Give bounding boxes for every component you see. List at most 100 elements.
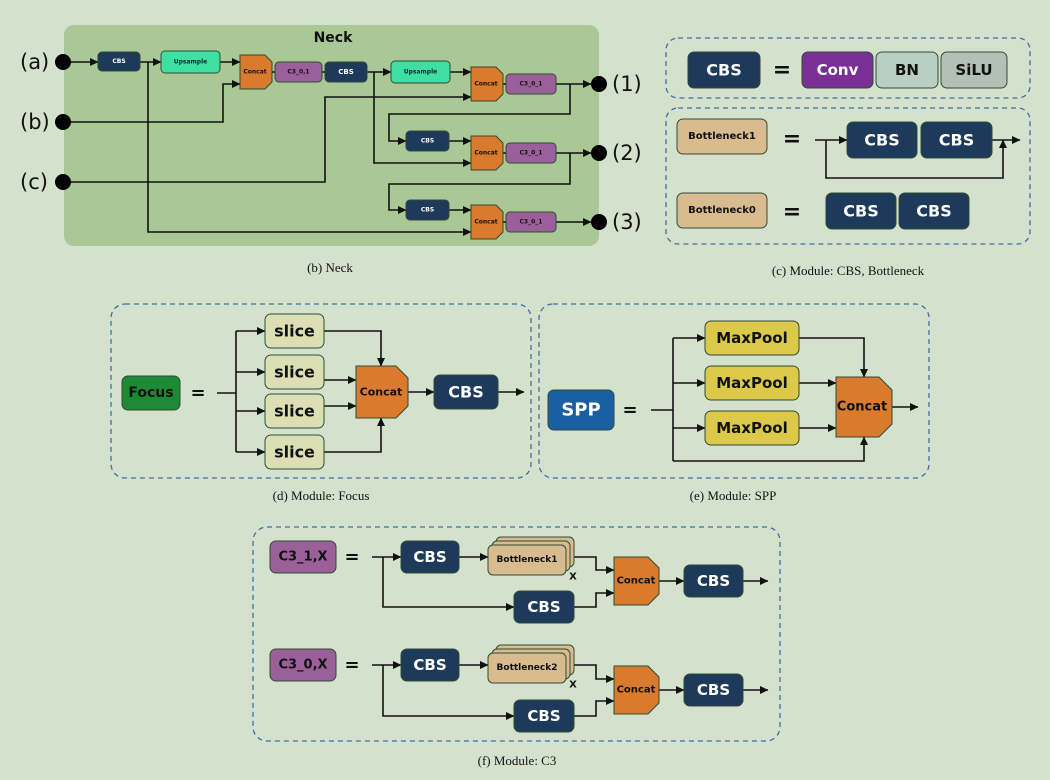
caption-spp: (e) Module: SPP [690, 488, 777, 503]
neck-concat-block [470, 66, 504, 102]
spp-label: SPP [561, 400, 600, 421]
neck-c3-label: C3_0_1 [520, 150, 543, 157]
slice-block [264, 393, 325, 429]
neck-panel [64, 25, 599, 246]
module-focus: Focus = slice slice slice slice Concat C… [110, 303, 532, 503]
input-port-a [55, 54, 71, 70]
slice-label: slice [274, 363, 315, 382]
c3-concat-block [613, 665, 660, 715]
module-cbs-bottleneck: CBS = Conv BN SiLU Bottleneck1 = CBS CBS… [665, 37, 1031, 278]
cbs-label: CBS [527, 598, 560, 616]
input-port-c [55, 174, 71, 190]
c3-1x-block [269, 540, 337, 574]
bottleneck1-label: Bottleneck1 [688, 131, 756, 142]
repeat-label: X [569, 680, 577, 691]
cbs-label: CBS [939, 131, 974, 150]
c3-0x-label: C3_0,X [278, 658, 327, 673]
output-port-2 [591, 145, 607, 161]
neck-upsample-block [160, 50, 221, 74]
spp-concat-block [835, 376, 893, 438]
caption-c3: (f) Module: C3 [478, 753, 557, 768]
equals-sign: = [783, 200, 801, 225]
spp-panel [538, 303, 930, 479]
cbs-block [433, 374, 499, 410]
cbs-block [400, 648, 460, 682]
cbs-label: CBS [527, 707, 560, 725]
cbs-block [513, 590, 575, 624]
cbs-block [920, 121, 993, 159]
conv-label: Conv [817, 61, 859, 79]
equals-sign: = [190, 383, 205, 404]
maxpool-block [704, 365, 800, 401]
neck-c3-block [505, 211, 557, 233]
neck-concat-block [470, 135, 504, 171]
bottleneck1-label: Bottleneck1 [497, 555, 558, 565]
cbs-label: CBS [916, 202, 951, 221]
cbs-block [846, 121, 918, 159]
slice-label: slice [274, 443, 315, 462]
cbs-label: CBS [706, 61, 741, 80]
neck-concat-label: Concat [243, 69, 266, 76]
spp-connections [651, 334, 919, 462]
output-label-2: (2) [612, 141, 642, 165]
neck-cbs-label: CBS [338, 68, 354, 76]
cbs-block [825, 192, 897, 230]
c3-concat-label: Concat [617, 685, 656, 696]
bottleneck2-stack [487, 644, 575, 684]
input-label-a: (a) [20, 50, 49, 74]
cbs-block [513, 699, 575, 733]
conv-block [801, 51, 874, 89]
spp-block [547, 389, 615, 431]
silu-block [940, 51, 1008, 89]
focus-connections [217, 327, 525, 456]
neck-concat-block [470, 204, 504, 240]
neck-cbs-block [324, 61, 368, 83]
bottleneck2-label: Bottleneck2 [497, 663, 558, 673]
neck-concat-label: Concat [474, 219, 497, 226]
module-spp: SPP = MaxPool MaxPool MaxPool Concat (e)… [538, 303, 930, 503]
neck-upsample-label: Upsample [174, 59, 207, 66]
maxpool-label: MaxPool [716, 374, 787, 392]
neck-upsample-label: Upsample [404, 69, 437, 76]
c3-panel [252, 526, 781, 742]
c3-row2-connections [372, 661, 769, 720]
bn-block [875, 51, 939, 89]
c3-0x-block [269, 648, 337, 682]
cbs-label: CBS [413, 656, 446, 674]
cbs-label: CBS [864, 131, 899, 150]
c3-concat-block [613, 556, 660, 606]
neck-c3-label: C3_0,1 [287, 69, 309, 76]
c3-row1-connections [372, 553, 769, 611]
neck-concat-label: Concat [474, 150, 497, 157]
bottleneck1-block [676, 118, 768, 155]
focus-label: Focus [128, 385, 173, 401]
cbs-block [400, 540, 460, 574]
output-port-1 [591, 76, 607, 92]
output-label-1: (1) [612, 72, 642, 96]
cbs-label: CBS [697, 572, 730, 590]
cbs-label: CBS [697, 681, 730, 699]
output-label-3: (3) [612, 210, 642, 234]
c3-concat-label: Concat [617, 576, 656, 587]
neck-cbs-block [405, 130, 450, 152]
focus-concat-label: Concat [360, 386, 403, 399]
maxpool-block [704, 320, 800, 356]
maxpool-label: MaxPool [716, 419, 787, 437]
bn-label: BN [895, 61, 919, 79]
cbs-label: CBS [448, 383, 483, 402]
bottleneck0-block [676, 192, 768, 229]
caption-neck: (b) Neck [307, 260, 353, 275]
repeat-label: X [569, 572, 577, 583]
neck-upsample-block [390, 60, 451, 84]
c3-1x-label: C3_1,X [278, 550, 327, 565]
slice-label: slice [274, 322, 315, 341]
bottleneck-definition-panel [665, 107, 1031, 245]
caption-focus: (d) Module: Focus [273, 488, 370, 503]
neck-cbs-label: CBS [421, 138, 434, 145]
equals-sign: = [773, 58, 791, 83]
equals-sign: = [622, 400, 637, 421]
neck-connections [71, 58, 592, 236]
module-c3: C3_1,X = CBS Bottleneck1 X CBS Concat CB… [252, 526, 781, 768]
focus-block [121, 375, 181, 411]
